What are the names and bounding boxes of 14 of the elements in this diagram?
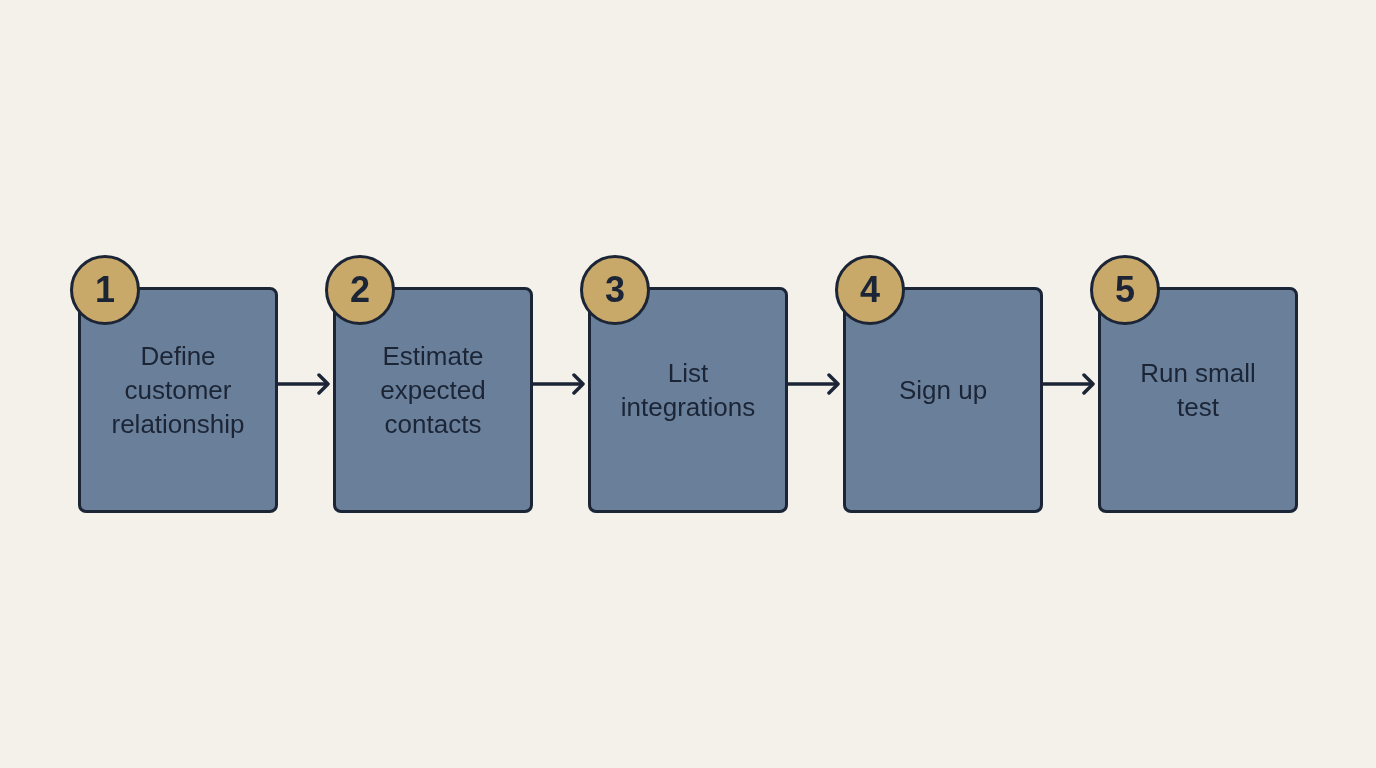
arrow — [1043, 373, 1095, 395]
step-label: List integrations — [619, 357, 757, 424]
step-number: 1 — [95, 272, 115, 308]
step-number: 3 — [605, 272, 625, 308]
arrow — [278, 373, 330, 395]
step-number: 4 — [860, 272, 880, 308]
step-label: Estimate expected contacts — [379, 340, 487, 441]
arrow — [788, 373, 840, 395]
step-label: Run small test — [1139, 357, 1257, 424]
arrow — [533, 373, 585, 395]
step-number: 2 — [350, 272, 370, 308]
step-label: Sign up — [898, 374, 988, 407]
step-label: Define customer relationship — [110, 340, 246, 441]
step-number: 5 — [1115, 272, 1135, 308]
